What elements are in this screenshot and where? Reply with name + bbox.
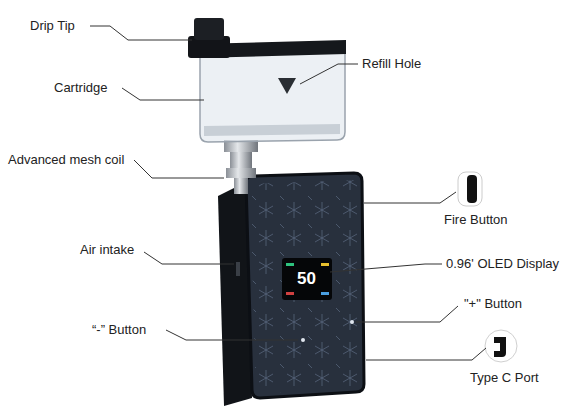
leader-lines [90,26,486,360]
part-label: Cartridge [54,80,107,96]
drip-tip [194,18,224,40]
screen-bar [321,292,329,295]
part-label: Type C Port [470,370,539,386]
body-front [246,173,364,398]
leader-line [166,330,298,340]
plus-button-dot [350,320,354,324]
snowflake-pattern [250,180,362,394]
cartridge-base [204,124,340,136]
air-intake-slot [236,262,240,276]
part-label: Fire Button [444,212,508,228]
leader-line [366,348,486,360]
leader-line [364,192,456,203]
minus-button-dot [301,338,305,342]
screen-bar [286,263,294,266]
coil-body [230,152,252,168]
screen-bar [286,292,294,295]
part-label: Drip Tip [30,18,75,34]
leader-line [144,252,234,264]
leader-line [134,160,224,178]
part-label: Refill Hole [362,56,421,72]
leader-line [300,64,358,84]
fire-button-icon [467,175,477,203]
fire-button-icon [458,172,482,206]
screen-bar [321,263,329,266]
refill-hole [278,78,296,94]
part-label: Advanced mesh coil [8,152,124,168]
part-label: 0.96' OLED Display [446,256,559,272]
cartridge [200,48,345,142]
part-label: “-” Button [92,322,146,338]
coil-ring [226,168,256,178]
type-c-icon [494,337,506,357]
leader-line [90,26,192,40]
screen-reading: 50 [297,270,316,288]
leader-line [356,306,458,322]
part-label: Air intake [80,242,134,258]
coil-pin [234,178,248,194]
part-label: "+" Button [464,296,522,312]
leader-line [122,88,204,100]
oled-screen [282,258,332,300]
leader-line [330,264,442,272]
type-c-icon [485,330,517,362]
